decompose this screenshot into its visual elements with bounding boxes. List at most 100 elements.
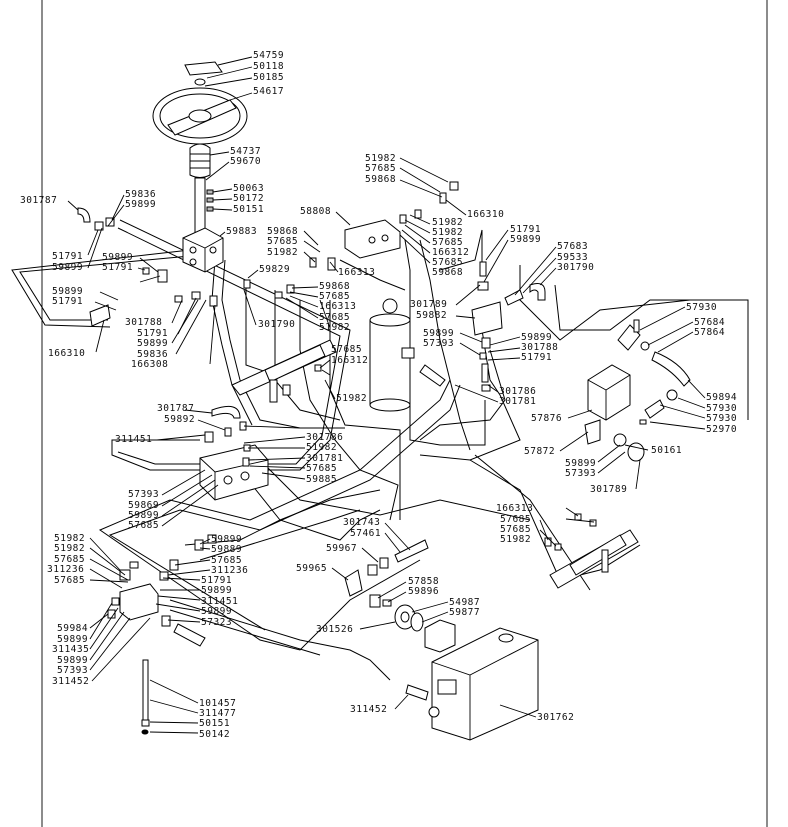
- part-label: 57872: [524, 446, 555, 457]
- part-label: 57685: [432, 257, 463, 268]
- part-label: 59899: [201, 585, 232, 596]
- part-label: 57930: [706, 403, 737, 414]
- part-label: 59899: [52, 262, 83, 273]
- part-label: 301786: [499, 386, 536, 397]
- part-label: 59868: [365, 174, 396, 185]
- part-label: 57930: [686, 302, 717, 313]
- part-label: 57683: [557, 241, 588, 252]
- part-label: 57685: [54, 554, 85, 565]
- part-label: 51982: [54, 533, 85, 544]
- part-label: 59877: [449, 607, 480, 618]
- part-label: 59894: [706, 392, 737, 403]
- part-label: 54617: [253, 86, 284, 97]
- part-label: 301787: [157, 403, 194, 414]
- part-label: 311452: [350, 704, 387, 715]
- top-valve-assembly: [309, 181, 459, 271]
- part-label: 59882: [416, 310, 447, 321]
- part-label: 59868: [267, 226, 298, 237]
- part-label: 54759: [253, 50, 284, 61]
- part-label: 51982: [267, 247, 298, 258]
- part-label: 51982: [336, 393, 367, 404]
- part-label: 57685: [306, 463, 337, 474]
- part-label: 50172: [233, 193, 264, 204]
- part-label: 57685: [211, 555, 242, 566]
- part-label: 301526: [316, 624, 353, 635]
- part-label: 166308: [131, 359, 168, 370]
- upper-left-fittings: [77, 207, 295, 327]
- part-label: 166313: [319, 301, 356, 312]
- part-label: 50151: [199, 718, 230, 729]
- part-label: 59899: [102, 252, 133, 263]
- part-label: 57393: [57, 665, 88, 676]
- part-label: 51791: [52, 251, 83, 262]
- part-label: 51982: [306, 442, 337, 453]
- part-label: 57685: [319, 291, 350, 302]
- part-label: 59899: [510, 234, 541, 245]
- part-label: 57393: [565, 468, 596, 479]
- hydraulic-tank: [405, 627, 539, 741]
- part-label: 59899: [211, 534, 242, 545]
- part-label: 51791: [137, 328, 168, 339]
- part-label: 57685: [500, 524, 531, 535]
- part-label: 301781: [499, 396, 536, 407]
- part-label: 301789: [410, 299, 447, 310]
- part-label: 51791: [510, 224, 541, 235]
- part-label: 50118: [253, 61, 284, 72]
- part-label: 301788: [521, 342, 558, 353]
- part-label: 59892: [164, 414, 195, 425]
- part-label: 59885: [306, 474, 337, 485]
- part-label: 301762: [537, 712, 574, 723]
- part-label: 59967: [326, 543, 357, 554]
- part-label: 59868: [432, 267, 463, 278]
- part-label: 59883: [226, 226, 257, 237]
- part-label: 59899: [565, 458, 596, 469]
- part-label: 51791: [521, 352, 552, 363]
- part-label: 59533: [557, 252, 588, 263]
- part-label: 166313: [338, 267, 375, 278]
- part-label: 50063: [233, 183, 264, 194]
- part-label: 311236: [211, 565, 248, 576]
- part-label: 50185: [253, 72, 284, 83]
- part-label: 59868: [319, 281, 350, 292]
- part-label: 50161: [651, 445, 682, 456]
- right-steering-cylinder: [544, 513, 639, 589]
- lift-cylinder: [369, 298, 446, 412]
- part-label: 57864: [694, 327, 725, 338]
- lower-left-manifold: [107, 534, 217, 735]
- part-label: 166312: [331, 355, 368, 366]
- part-number-labels: 54759 50118 50185 54617 54737 59670 5006…: [20, 50, 737, 740]
- leader-lines: [67, 56, 706, 734]
- part-label: 59899: [423, 328, 454, 339]
- part-label: 311477: [199, 708, 236, 719]
- part-label: 54987: [449, 597, 480, 608]
- part-label: 301790: [258, 319, 295, 330]
- part-label: 59670: [230, 156, 261, 167]
- part-label: 301743: [343, 517, 380, 528]
- part-label: 301787: [20, 195, 57, 206]
- steering-cylinder-left: [231, 339, 337, 403]
- right-valve-assembly: [471, 261, 546, 392]
- part-label: 311451: [115, 434, 152, 445]
- part-label: 59896: [408, 586, 439, 597]
- part-label: 51791: [52, 296, 83, 307]
- part-label: 59899: [201, 606, 232, 617]
- part-label: 57393: [128, 489, 159, 500]
- part-label: 311435: [52, 644, 89, 655]
- part-label: 51791: [201, 575, 232, 586]
- part-label: 51982: [319, 322, 350, 333]
- part-label: 166310: [467, 209, 504, 220]
- steering-wheel-assembly: [152, 61, 248, 234]
- suction-filter-group: [344, 539, 456, 653]
- part-label: 50151: [233, 204, 264, 215]
- part-label: 51982: [365, 153, 396, 164]
- part-label: 59899: [57, 655, 88, 666]
- part-label: 59899: [521, 332, 552, 343]
- part-label: 301781: [306, 453, 343, 464]
- center-manifold-block: [199, 405, 269, 501]
- part-label: 59965: [296, 563, 327, 574]
- part-label: 51982: [432, 227, 463, 238]
- part-label: 166313: [496, 503, 533, 514]
- part-label: 57685: [331, 344, 362, 355]
